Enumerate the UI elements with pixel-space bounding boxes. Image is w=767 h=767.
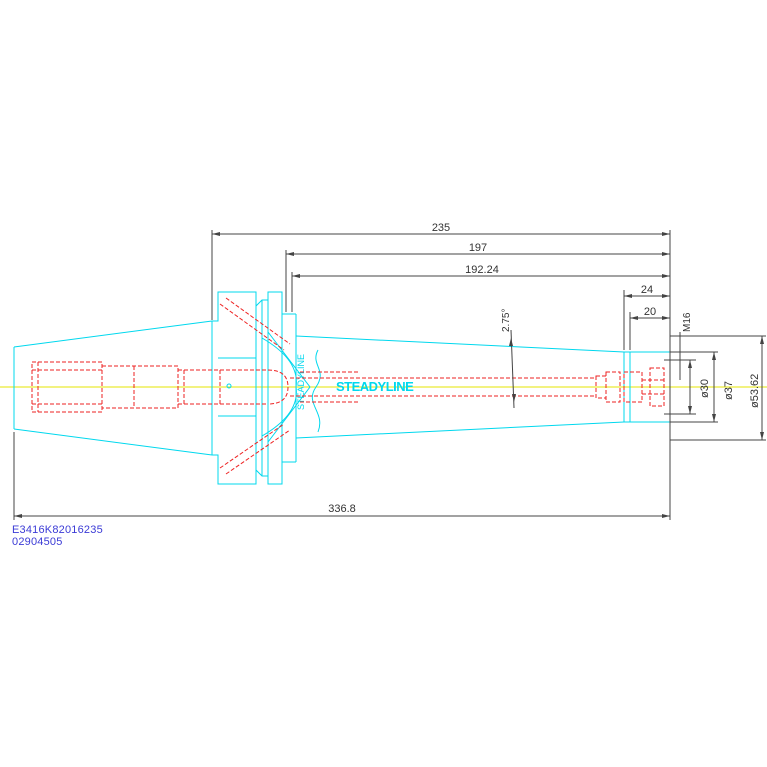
arrowheads: [14, 232, 764, 518]
brand-label: STEADYLINE: [336, 379, 414, 394]
part-code: E3416K82016235: [12, 524, 103, 536]
part-number: 02904505: [12, 536, 63, 548]
dim-overall-length: 336.8: [328, 503, 356, 515]
dim-dia-53: ø53.62: [749, 374, 761, 408]
dim-length-192: 192.24: [465, 264, 499, 276]
dim-taper-angle: 2.75°: [501, 309, 512, 332]
drawing-canvas: STEADYLINE STEADYLINE: [0, 220, 767, 546]
hidden-lines: [31, 297, 665, 475]
dim-length-20: 20: [644, 306, 656, 318]
vertical-logo: STEADYLINE: [296, 354, 306, 410]
dim-gauge-length: 235: [432, 222, 450, 234]
dim-thread: M16: [682, 312, 693, 332]
tool-holder-outline: [13, 291, 671, 485]
dim-length-197: 197: [469, 242, 487, 254]
dimension-lines: [13, 230, 766, 520]
dim-length-24: 24: [641, 284, 653, 296]
dim-dia-37: ø37: [723, 381, 735, 400]
dim-dia-30: ø30: [699, 379, 711, 398]
dimension-labels: 235 197 192.24 24 20 336.8 M16 2.75° ø30…: [328, 222, 761, 515]
